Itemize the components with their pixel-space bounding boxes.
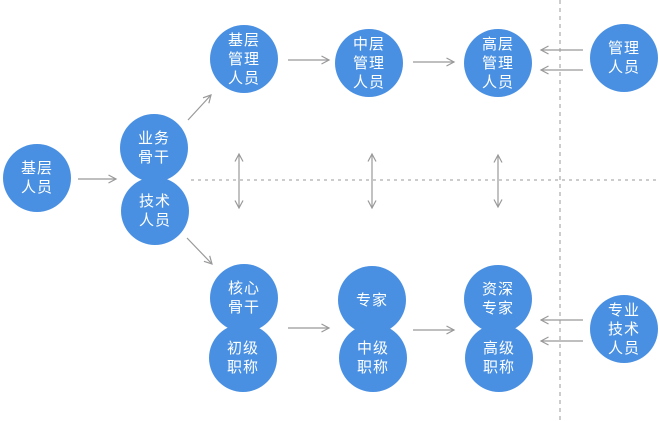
node-senior-manager-label: 高层 管理 人员 xyxy=(481,35,514,91)
node-expert-label: 专家 xyxy=(355,291,388,309)
node-intermediate-title-label: 中级 职称 xyxy=(356,340,389,376)
node-business-backbone-label: 业务 骨干 xyxy=(137,130,170,166)
arrow-technical-to-core-backbone xyxy=(186,237,213,265)
node-junior-manager-label: 基层 管理 人员 xyxy=(227,31,260,87)
node-core-backbone: 核心 骨干 xyxy=(210,264,278,332)
node-management-staff: 管理 人员 xyxy=(590,24,658,92)
node-senior-title-label: 高级 职称 xyxy=(482,340,515,376)
node-middle-manager: 中层 管理 人员 xyxy=(335,29,403,97)
node-expert: 专家 xyxy=(338,266,406,334)
node-management-staff-label: 管理 人员 xyxy=(607,40,640,76)
node-senior-expert: 资深 专家 xyxy=(464,265,532,333)
node-technical-staff: 技术 人员 xyxy=(121,177,189,245)
node-senior-expert-label: 资深 专家 xyxy=(481,281,514,317)
node-junior-title: 初级 职称 xyxy=(209,324,277,392)
node-junior-manager: 基层 管理 人员 xyxy=(210,25,278,93)
node-junior-title-label: 初级 职称 xyxy=(226,340,259,376)
node-professional-technical-staff-label: 专业 技术 人员 xyxy=(607,301,640,357)
node-technical-staff-label: 技术 人员 xyxy=(138,193,171,229)
node-grassroots-staff: 基层 人员 xyxy=(3,144,71,212)
node-core-backbone-label: 核心 骨干 xyxy=(227,280,260,316)
arrow-backbone-to-junior-manager xyxy=(187,94,212,121)
node-grassroots-staff-label: 基层 人员 xyxy=(20,160,53,196)
node-business-backbone: 业务 骨干 xyxy=(120,114,188,182)
node-intermediate-title: 中级 职称 xyxy=(339,324,407,392)
node-professional-technical-staff: 专业 技术 人员 xyxy=(590,295,658,363)
node-middle-manager-label: 中层 管理 人员 xyxy=(352,35,385,91)
node-senior-title: 高级 职称 xyxy=(465,324,533,392)
node-senior-manager: 高层 管理 人员 xyxy=(464,29,532,97)
